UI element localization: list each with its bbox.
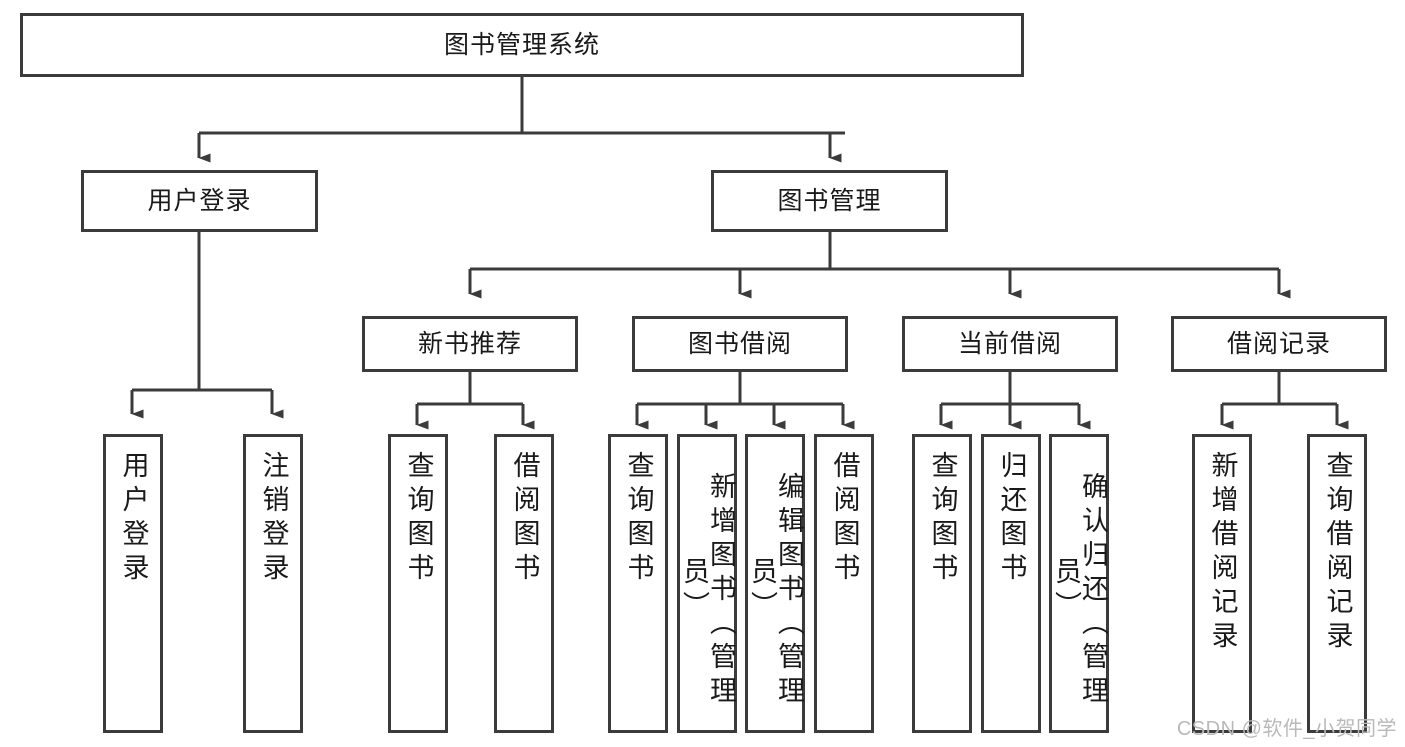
node-current-borrow[interactable]: 当前借阅 (902, 316, 1118, 372)
node-label: 归还图书 (996, 451, 1027, 587)
node-leaf-logout[interactable]: 注销登录 (243, 434, 303, 733)
node-book-management[interactable]: 图书管理 (711, 170, 948, 232)
node-label: 编辑图书（管理员） (747, 471, 804, 710)
node-label: 借阅图书 (509, 451, 540, 587)
node-label: 当前借阅 (957, 329, 1062, 358)
node-leaf-add-borrow-record[interactable]: 新增借阅记录 (1192, 434, 1252, 733)
node-label: 用户登录 (147, 186, 252, 215)
csdn-watermark: CSDN @软件_小贺同学 (1176, 718, 1397, 740)
node-leaf-add-book-admin[interactable]: 新增图书（管理员） (677, 434, 737, 733)
node-leaf-borrow-book[interactable]: 借阅图书 (814, 434, 874, 733)
node-label: 图书借阅 (687, 329, 792, 358)
node-book-borrow[interactable]: 图书借阅 (632, 316, 848, 372)
node-label: 查询图书 (927, 451, 958, 587)
node-leaf-query-book-recommend[interactable]: 查询图书 (388, 434, 448, 733)
node-leaf-edit-book-admin[interactable]: 编辑图书（管理员） (745, 434, 805, 733)
node-leaf-user-login[interactable]: 用户登录 (103, 434, 163, 733)
node-leaf-return-book[interactable]: 归还图书 (981, 434, 1041, 733)
node-root-system[interactable]: 图书管理系统 (20, 13, 1024, 77)
node-label: 确认归还（管理员） (1051, 471, 1108, 710)
node-label: 用户登录 (118, 451, 149, 587)
node-label: 查询图书 (623, 451, 654, 587)
node-label: 借阅记录 (1226, 329, 1331, 358)
node-label: 新增图书（管理员） (679, 471, 736, 710)
node-leaf-query-borrow-record[interactable]: 查询借阅记录 (1307, 434, 1367, 733)
node-leaf-confirm-return-admin[interactable]: 确认归还（管理员） (1049, 434, 1109, 733)
node-label: 新书推荐 (417, 329, 522, 358)
node-borrow-record[interactable]: 借阅记录 (1171, 316, 1387, 372)
node-leaf-query-book-current[interactable]: 查询图书 (912, 434, 972, 733)
node-label: 图书管理系统 (443, 30, 600, 59)
node-label: 借阅图书 (829, 451, 860, 587)
node-label: 注销登录 (258, 451, 289, 587)
node-label: 查询借阅记录 (1322, 451, 1353, 655)
node-label: 图书管理 (777, 186, 882, 215)
node-leaf-borrow-book-recommend[interactable]: 借阅图书 (494, 434, 554, 733)
node-label: 查询图书 (403, 451, 434, 587)
node-user-login[interactable]: 用户登录 (81, 170, 318, 232)
node-new-book-recommend[interactable]: 新书推荐 (362, 316, 578, 372)
node-leaf-query-book-borrow[interactable]: 查询图书 (608, 434, 668, 733)
node-label: 新增借阅记录 (1207, 451, 1238, 655)
